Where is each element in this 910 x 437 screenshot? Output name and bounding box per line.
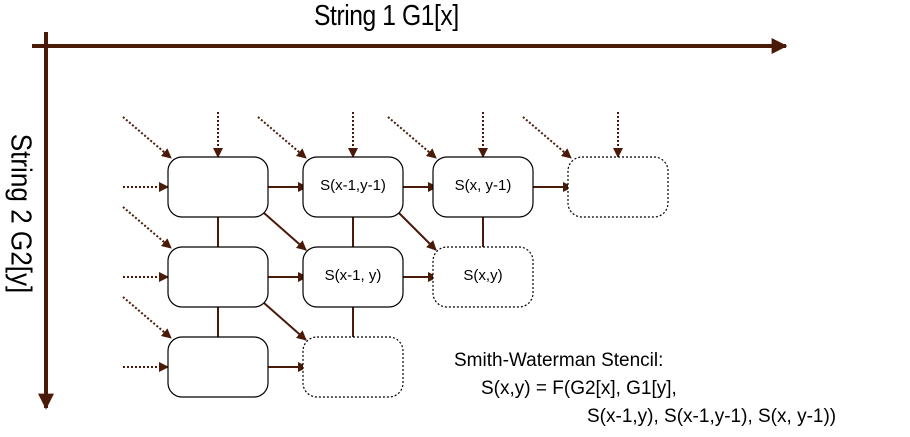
caption-title: Smith-Waterman Stencil:: [454, 350, 664, 371]
stencil-cell-r2c0: [167, 336, 269, 398]
incoming-diagonal-arrow: [122, 296, 172, 339]
cell-label: S(x-1, y): [324, 267, 382, 284]
incoming-diagonal-arrow: [257, 116, 307, 159]
caption-formula-line1: S(x,y) = F(G2[x], G1[y],: [481, 378, 677, 399]
stencil-cell-r2c1: [302, 336, 404, 398]
stencil-cell-r0c0: [167, 156, 269, 218]
diagonal-arrow: [263, 302, 307, 341]
y-axis-title: String 2 G2[y]: [4, 133, 37, 294]
cell-label: S(x-1,y-1): [320, 177, 386, 194]
stencil-cell-r0c2: [432, 156, 534, 218]
x-axis-title: String 1 G1[x]: [314, 0, 459, 32]
stencil-cell-r0c1: [302, 156, 404, 218]
stencil-cell-r1c2: [432, 246, 534, 308]
incoming-diagonal-arrow: [122, 116, 172, 159]
incoming-diagonal-arrow: [122, 206, 172, 249]
cell-label: S(x,y): [463, 267, 503, 284]
caption-formula-line2: S(x-1,y), S(x-1,y-1), S(x, y-1)): [587, 406, 837, 427]
incoming-diagonal-arrow: [522, 116, 572, 159]
cell-label: S(x, y-1): [454, 177, 512, 194]
diagonal-arrow: [398, 212, 437, 251]
diagonal-arrow: [263, 212, 307, 251]
stencil-cell-r1c1: [302, 246, 404, 308]
stencil-cell-r1c0: [167, 246, 269, 308]
stencil-cell-r0c3: [567, 156, 669, 218]
incoming-diagonal-arrow: [387, 116, 437, 159]
